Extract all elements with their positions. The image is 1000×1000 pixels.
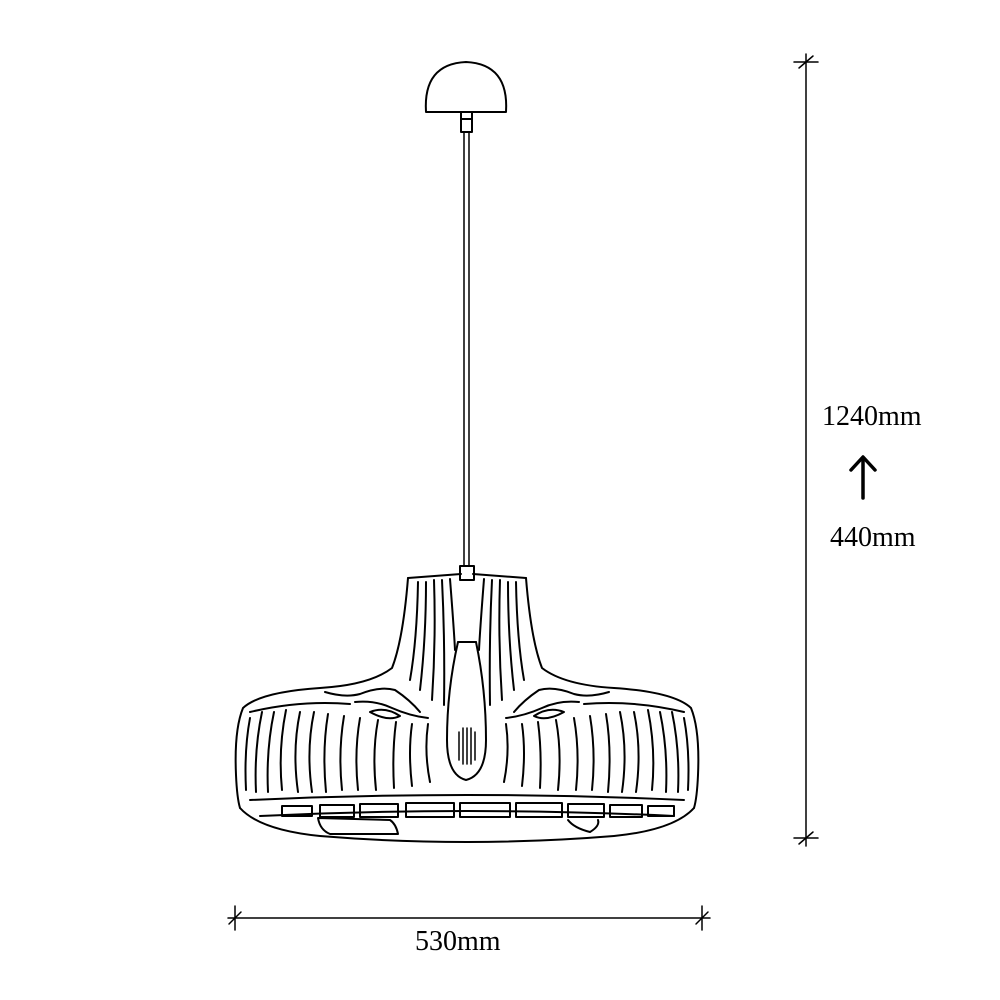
lamp-shade bbox=[234, 573, 700, 843]
min-height-label: 440mm bbox=[830, 522, 916, 553]
max-height-label: 1240mm bbox=[822, 401, 922, 432]
width-dimension-line bbox=[227, 905, 711, 931]
suspension-cord bbox=[463, 131, 470, 567]
arrow-up-icon bbox=[849, 455, 877, 500]
bulb-socket bbox=[446, 565, 487, 781]
ceiling-canopy bbox=[424, 61, 508, 133]
height-dimension-line bbox=[793, 53, 819, 847]
width-label: 530mm bbox=[415, 926, 501, 957]
